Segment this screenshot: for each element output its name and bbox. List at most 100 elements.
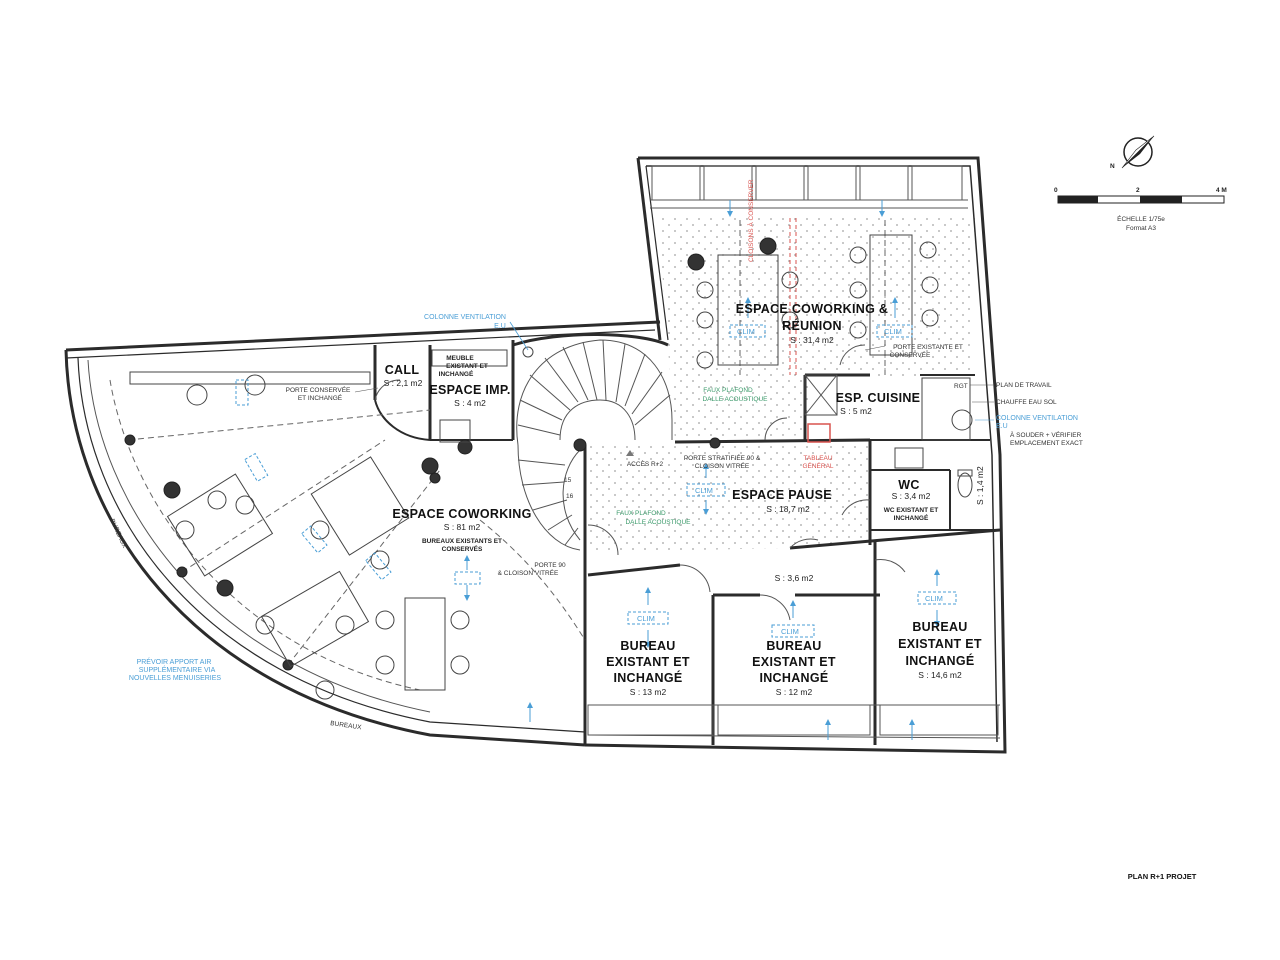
room-imp-title: ESPACE IMP. [429, 383, 510, 397]
scale-format: Format A3 [1126, 225, 1156, 232]
meuble-note-2: EXISTANT ET [446, 363, 488, 370]
porte90-2: & CLOISON VITRÉE [498, 568, 559, 577]
a-souder-2: EMPLACEMENT EXACT [1010, 440, 1083, 447]
rgt-label: RGT [954, 383, 968, 390]
scale-bar: 0 2 4 M ÉCHELLE 1/75e Format A3 [1054, 187, 1227, 232]
room-cowork-reunion-area: S : 31,4 m2 [790, 335, 834, 345]
porte-stratifiee-1: PORTE STRATIFIÉE 90 & [684, 453, 761, 462]
clim-bureau2: CLIM [771, 624, 815, 638]
svg-text:CLIM: CLIM [781, 627, 799, 636]
room-cowork-reunion-title-1: ESPACE COWORKING & [736, 302, 888, 316]
plan-travail: PLAN DE TRAVAIL [996, 382, 1052, 389]
meeting-tables [687, 234, 939, 369]
svg-text:CLIM: CLIM [637, 614, 655, 623]
coworking-desks [129, 349, 508, 700]
room-bureau2-area: S : 12 m2 [776, 687, 813, 697]
acoustic-ceiling-hatch [588, 215, 975, 552]
porte-existante-1: PORTE EXISTANTE ET [893, 344, 963, 351]
svg-text:CLIM: CLIM [925, 594, 943, 603]
clim-pause: CLIM [686, 483, 726, 497]
room-wc-note-2: INCHANGÉ [894, 513, 929, 522]
room-bureau3-title-2: EXISTANT ET [898, 637, 982, 651]
room-bureau2-title-1: BUREAU [766, 639, 821, 653]
prevoir-2: SUPPLÉMENTAIRE VIA [139, 665, 216, 674]
porte-conservee-2: ET INCHANGÉ [298, 393, 343, 402]
room-bureau1-title-2: EXISTANT ET [606, 655, 690, 669]
svg-text:CLIM: CLIM [695, 486, 713, 495]
svg-text:CLIM: CLIM [737, 327, 755, 336]
clim-bureau1: CLIM [627, 611, 669, 625]
a-souder-1: À SOUDER + VÉRIFIER [1010, 430, 1082, 439]
tableau-general-1: TABLEAU [803, 455, 832, 462]
annotations: COLONNE VENTILATION E.U MEUBLE EXISTANT … [108, 179, 1083, 731]
stair-step-15: 15 [564, 477, 572, 484]
columns [124, 346, 721, 671]
room-coworking-note-2: CONSERVÉS [442, 544, 483, 553]
room-coworking-title: ESPACE COWORKING [392, 507, 531, 521]
meuble-note-3: INCHANGÉ [439, 369, 474, 378]
scale-tick-0: 0 [1054, 187, 1058, 194]
room-bureau1-title-3: INCHANGÉ [613, 670, 682, 685]
room-bureau2-title-2: EXISTANT ET [752, 655, 836, 669]
chauffe-eau: CHAUFFE EAU SOL [996, 399, 1057, 406]
top-windows [651, 165, 963, 201]
porte-existante-2: CONSERVÉE [890, 350, 931, 359]
room-cowork-reunion-title-2: RÉUNION [782, 318, 842, 333]
room-coworking-area: S : 81 m2 [444, 522, 481, 532]
faux-plafond-top-1: FAUX PLAFOND [703, 387, 753, 394]
scale-tick-4: 4 M [1216, 187, 1227, 194]
cloisons-vertical: CLOISONS À CONSERVER [746, 179, 755, 262]
room-pause-area: S : 18,7 m2 [766, 504, 810, 514]
room-pause-title: ESPACE PAUSE [732, 488, 832, 502]
structural-dashed-lines [109, 220, 886, 691]
clim-bureau3: CLIM [917, 591, 957, 605]
faux-plafond-mid-1: FAUX PLAFOND [616, 510, 666, 517]
room-wc-title: WC [898, 478, 919, 492]
room-call-title: CALL [385, 363, 420, 377]
red-partition [789, 218, 831, 443]
acces-r2: ACCÈS R+2 [627, 459, 664, 468]
bureaux-vertical: BUREAUX [108, 518, 128, 550]
compass-north-label: N [1110, 163, 1115, 170]
room-bureau1-area: S : 13 m2 [630, 687, 667, 697]
room-cuisine-area: S : 5 m2 [840, 406, 872, 416]
scale-tick-2: 2 [1136, 187, 1140, 194]
doors [374, 344, 906, 621]
clim-cowork-left: CLIM [729, 324, 766, 338]
room-wc-area: S : 3,4 m2 [892, 491, 931, 501]
bureaux-bottom: BUREAUX [330, 720, 363, 731]
porte-stratifiee-2: CLOISON VITRÉE [695, 461, 750, 470]
colonne-ventilation-top-1: COLONNE VENTILATION [424, 314, 506, 321]
plan-title: PLAN R+1 PROJET [1128, 872, 1197, 881]
spiral-staircase: 15 16 [516, 339, 673, 551]
svg-text:CLIM: CLIM [884, 327, 902, 336]
prevoir-3: NOUVELLES MENUISERIES [129, 675, 222, 682]
faux-plafond-top-2: DALLE ACOUSTIQUE [702, 396, 768, 403]
tableau-general-2: GÉNÉRAL [802, 461, 833, 470]
room-coworking-note-1: BUREAUX EXISTANTS ET [422, 538, 502, 545]
colonne-ventilation-right-2: E.U [996, 423, 1008, 430]
room-couloir-area: S : 3,6 m2 [775, 573, 814, 583]
room-bureau3-title-1: BUREAU [912, 620, 967, 634]
kitchen-fixtures [804, 374, 973, 498]
room-bureau2-title-3: INCHANGÉ [759, 670, 828, 685]
room-bureau3-area: S : 14,6 m2 [918, 670, 962, 680]
room-bureau3-title-3: INCHANGÉ [905, 653, 974, 668]
clim-units: CLIM CLIM CLIM CLIM CLIM CLIM [235, 200, 957, 740]
clim-cowork-right: CLIM [876, 324, 913, 338]
prevoir-1: PRÉVOIR APPORT AIR [137, 657, 212, 666]
north-compass: N [1110, 135, 1155, 170]
porte90-1: PORTE 90 [534, 562, 566, 569]
colonne-ventilation-right-1: COLONNE VENTILATION [996, 415, 1078, 422]
stair-step-16: 16 [566, 493, 574, 500]
meuble-note-1: MEUBLE [446, 355, 474, 362]
colonne-ventilation-top-2: E.U [494, 323, 506, 330]
room-wc2-area: S : 1,4 m2 [975, 466, 985, 505]
room-imp-area: S : 4 m2 [454, 398, 486, 408]
room-wc-note-1: WC EXISTANT ET [884, 507, 938, 514]
room-bureau1-title-1: BUREAU [620, 639, 675, 653]
porte-conservee-1: PORTE CONSERVÉE [286, 385, 351, 394]
scale-echelle: ÉCHELLE 1/75e [1117, 214, 1165, 223]
room-call-area: S : 2,1 m2 [384, 378, 423, 388]
